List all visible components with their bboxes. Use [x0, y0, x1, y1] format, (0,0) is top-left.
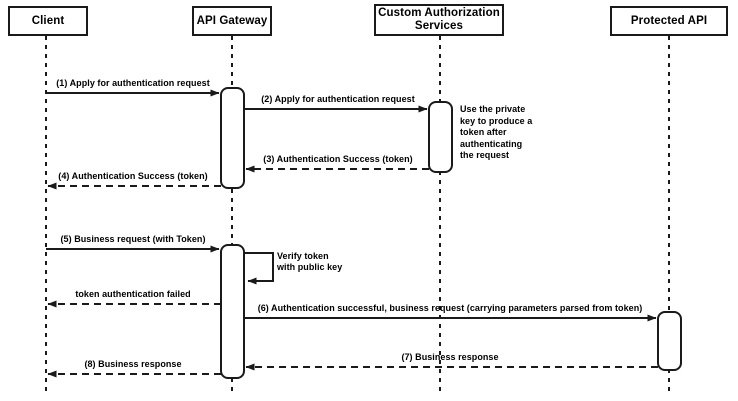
- message-label-8: (8) Business response: [84, 359, 182, 369]
- participant-label-custom-authorization-services: Custom Authorization Services: [378, 7, 500, 32]
- lifelines: [45, 36, 670, 396]
- note-private-key: Use the private key to produce a token a…: [460, 104, 533, 160]
- message-arrow-self-verify: [244, 252, 274, 285]
- message-label-self-verify: Verify token with public key: [277, 251, 343, 272]
- message-label-1: (1) Apply for authentication request: [56, 78, 210, 88]
- activation-custom-authorization-services: [428, 101, 453, 173]
- message-label-2: (2) Apply for authentication request: [261, 94, 415, 104]
- message-label-6: (6) Authentication successful, business …: [257, 303, 643, 313]
- message-label-3: (3) Authentication Success (token): [263, 154, 413, 164]
- activation-api-gateway-auth: [220, 87, 245, 189]
- participant-label-protected-api: Protected API: [630, 14, 708, 27]
- message-label-7: (7) Business response: [401, 352, 499, 362]
- activation-bars: [220, 87, 682, 379]
- participant-box-custom-authorization-services[interactable]: Custom Authorization Services: [374, 4, 504, 36]
- message-label-4: (4) Authentication Success (token): [58, 171, 208, 181]
- activation-api-gateway-business: [220, 244, 245, 379]
- participant-label-api-gateway: API Gateway: [196, 14, 268, 27]
- participant-box-api-gateway[interactable]: API Gateway: [192, 6, 272, 36]
- message-label-5: (5) Business request (with Token): [60, 234, 206, 244]
- activation-protected-api: [657, 311, 682, 371]
- participant-box-protected-api[interactable]: Protected API: [610, 6, 728, 36]
- message-label-token-failed: token authentication failed: [75, 289, 191, 299]
- participant-label-client: Client: [31, 14, 65, 27]
- participant-box-client[interactable]: Client: [8, 6, 88, 36]
